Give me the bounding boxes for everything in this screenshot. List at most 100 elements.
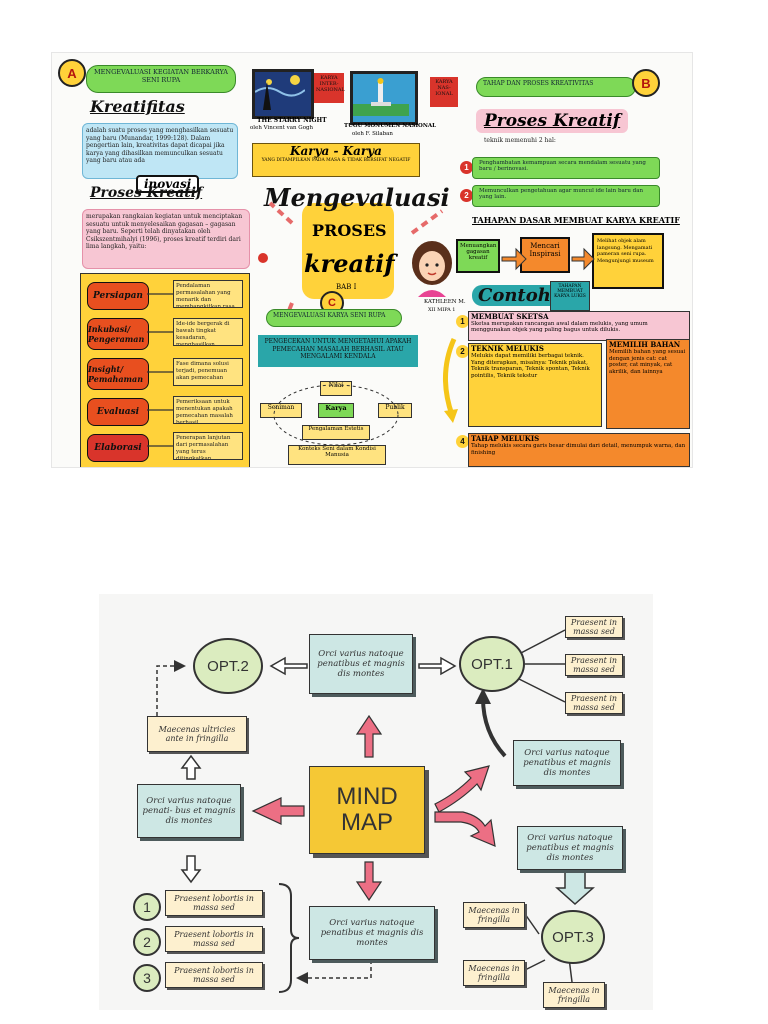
opt1-node: OPT.1 (459, 636, 525, 692)
step-insight: Insight/ Pemahaman (87, 358, 149, 390)
left-branch-box: Orci varius natoque penati- bus et magni… (137, 784, 241, 838)
teknik-title: TEKNIK MELUKIS (471, 344, 544, 353)
tahapan-box-2: Mencari Inspirasi (520, 237, 570, 273)
banner-evaluasi-karya: MENGEVALUASI KARYA SENI RUPA (266, 309, 402, 327)
step-persiapan-desc: Pendalaman permasalahan yang menarik dan… (173, 280, 243, 308)
painting2-caption: TUGU MONUMEN NASIONAL (344, 123, 437, 129)
karya-banner: Karya - Karya YANG DITAMPILKAN PADA MASA… (252, 143, 420, 177)
sketsa-num: 1 (456, 315, 469, 328)
numbered-item-2: Praesent lobortis in massa sed (165, 926, 263, 952)
center-title-line1: Mengevaluasi (264, 183, 450, 212)
center-title-line2: PROSES (312, 221, 387, 240)
step-evaluasi: Evaluasi (87, 398, 149, 426)
pk-item-2: Memunculkan pengetahuan agar muncul ide … (472, 185, 660, 207)
cycle-seniman: Seniman (260, 403, 302, 418)
right-branch-box-2: Orci varius natoque penatibus et magnis … (517, 826, 623, 870)
cycle-ring (273, 384, 399, 446)
opt2-node: OPT.2 (193, 638, 263, 694)
step-insight-desc: Fase dimana solusi terjadi, penemuan aka… (173, 358, 243, 386)
step-inkubasi-desc: Ide-ide bergerak di bawah tingkat kesada… (173, 318, 243, 346)
painting1-author: oleh Vincent van Gogh (250, 125, 314, 131)
opt1-item-3: Praesent in massa sed (565, 692, 623, 714)
starry-night-image (254, 75, 306, 110)
step-persiapan: Persiapan (87, 282, 149, 310)
opt3-item-3: Maecenas in fringilla (543, 982, 605, 1008)
bahan-box: MEMILIH BAHAN Memilih bahan yang sesuai … (606, 339, 690, 429)
numbered-item-3-num: 3 (133, 964, 161, 992)
center-title-line3: kreatif (304, 249, 395, 278)
bottom-branch-box: Orci varius natoque penatibus et magnis … (309, 906, 435, 960)
melukis-text: Tahap melukis secara garis besar dimulai… (471, 442, 686, 456)
bahan-title: MEMILIH BAHAN (609, 340, 681, 349)
contoh-label: Contoh: (472, 285, 564, 306)
karya-banner-sub: YANG DITAMPILKAN PADA MASA & TIDAK BERSI… (261, 158, 411, 163)
opt1-item-1: Praesent in massa sed (565, 616, 623, 638)
girl-illustration-icon (412, 241, 452, 297)
sketsa-title: MEMBUAT SKETSA (471, 312, 549, 321)
numbered-item-1: Praesent lobortis in massa sed (165, 890, 263, 916)
kreatifitas-title: Kreatifitas (90, 97, 185, 116)
painting2-tag: KARYA NAS- IONAL (430, 77, 458, 107)
karya-banner-title: Karya - Karya (290, 144, 382, 158)
proses-kreatif-sub: teknik memenuhi 2 hal: (484, 137, 556, 144)
pin-dot (258, 253, 268, 263)
section-b-badge: B (632, 69, 660, 97)
painting1-tag: KARYA INTER- NASIONAL (314, 73, 345, 103)
sketsa-text: Sketsa merupakan rancangan awal dalam me… (471, 320, 648, 334)
bab-label: BAB I (336, 283, 357, 291)
top-branch-box: Orci varius natoque penatibus et magnis … (309, 634, 413, 694)
numbered-item-1-num: 1 (133, 893, 161, 921)
proses-kreatif-title-right: Proses Kreatif (476, 109, 629, 133)
bahan-text: Memilih bahan yang sesuai dengan jenis c… (609, 348, 686, 376)
pk-item-1: Penghambatan kemampuan secara mendalam s… (472, 157, 660, 179)
pk-item-2-num: 2 (460, 189, 473, 202)
banner-tahap-proses: TAHAP DAN PROSES KREATIVITAS (476, 77, 636, 97)
tahapan-arrows (501, 247, 595, 271)
tahapan-box-1: Menuangkan gagasan kreatif (456, 239, 500, 273)
steps-panel: Persiapan Pendalaman permasalahan yang m… (80, 273, 250, 467)
cycle-publik: Publik (378, 403, 412, 418)
mindmap-panel: MIND MAP OPT.2 OPT.1 OPT.3 Orci varius n… (99, 594, 653, 1010)
sketchnote-panel: A MENGEVALUASI KEGIATAN BERKARYA SENI RU… (51, 52, 693, 468)
cycle-pengalaman: Pengalaman Estetis (302, 425, 370, 440)
monas-painting (350, 71, 418, 125)
starry-night-painting (252, 69, 314, 119)
melukis-box: TAHAP MELUKIS Tahap melukis secara garis… (468, 433, 690, 467)
author-avatar (408, 239, 456, 297)
step-evaluasi-desc: Pemeriksaan untuk menentukan apakah peme… (173, 396, 243, 424)
right-branch-box-1: Orci varius natoque penatibus et magnis … (513, 740, 621, 786)
numbered-item-3: Praesent lobortis in massa sed (165, 962, 263, 988)
ribbon-c: PENGECEKAN UNTUK MENGETAHUI APAKAH PEMEC… (258, 335, 418, 367)
pk-item-1-num: 1 (460, 161, 473, 174)
monas-image (353, 78, 409, 116)
mindmap-center: MIND MAP (309, 766, 425, 854)
center-title-bg (302, 203, 394, 299)
cycle-karya: Karya (318, 403, 354, 418)
teknik-num: 2 (456, 345, 469, 358)
center-arrows (268, 201, 444, 313)
section-a-badge: A (58, 59, 86, 87)
left-cream-box: Maecenas ultricies ante in fringilla (147, 716, 247, 752)
opt1-item-2: Praesent in massa sed (565, 654, 623, 676)
step-inkubasi: Inkubasi/ Pengeraman (87, 318, 149, 350)
kreatifitas-text: adalah suatu proses yang menghasilkan se… (82, 123, 238, 179)
cycle-konteks: Konteks Seni dalam Kondisi Manusia (288, 445, 386, 465)
mindmap-connectors (156, 629, 595, 993)
contoh-tag: TAHAPAN MEMBUAT KARYA LUKIS (550, 281, 590, 311)
opt3-node: OPT.3 (541, 910, 605, 964)
inovasi-label: inovasi (136, 175, 200, 193)
author-name: KATHLEEN M. (424, 299, 466, 305)
proses-kreatif-text-left: merupakan rangkaian kegiatan untuk menci… (82, 209, 250, 269)
curved-arrow-left (442, 337, 458, 423)
banner-evaluasi-kegiatan: MENGEVALUASI KEGIATAN BERKARYA SENI RUPA (86, 65, 236, 93)
painting2-author: oleh F. Silaban (352, 131, 393, 137)
author-info: XII MIPA 1 (428, 307, 456, 313)
step-elaborasi-desc: Penerapan lanjutan dari permasalahan yan… (173, 432, 243, 460)
painting1-caption: THE STARRY NIGHT (257, 117, 327, 124)
opt3-item-1: Maecenas in fringilla (463, 902, 525, 928)
tahapan-title: TAHAPAN DASAR MEMBUAT KARYA KREATIF (472, 215, 680, 225)
proses-kreatif-title-left: Proses Kreatif (90, 185, 203, 201)
numbered-item-2-num: 2 (133, 928, 161, 956)
step-elaborasi: Elaborasi (87, 434, 149, 462)
teknik-box: TEKNIK MELUKIS Melukis dapat memiliki be… (468, 343, 602, 427)
